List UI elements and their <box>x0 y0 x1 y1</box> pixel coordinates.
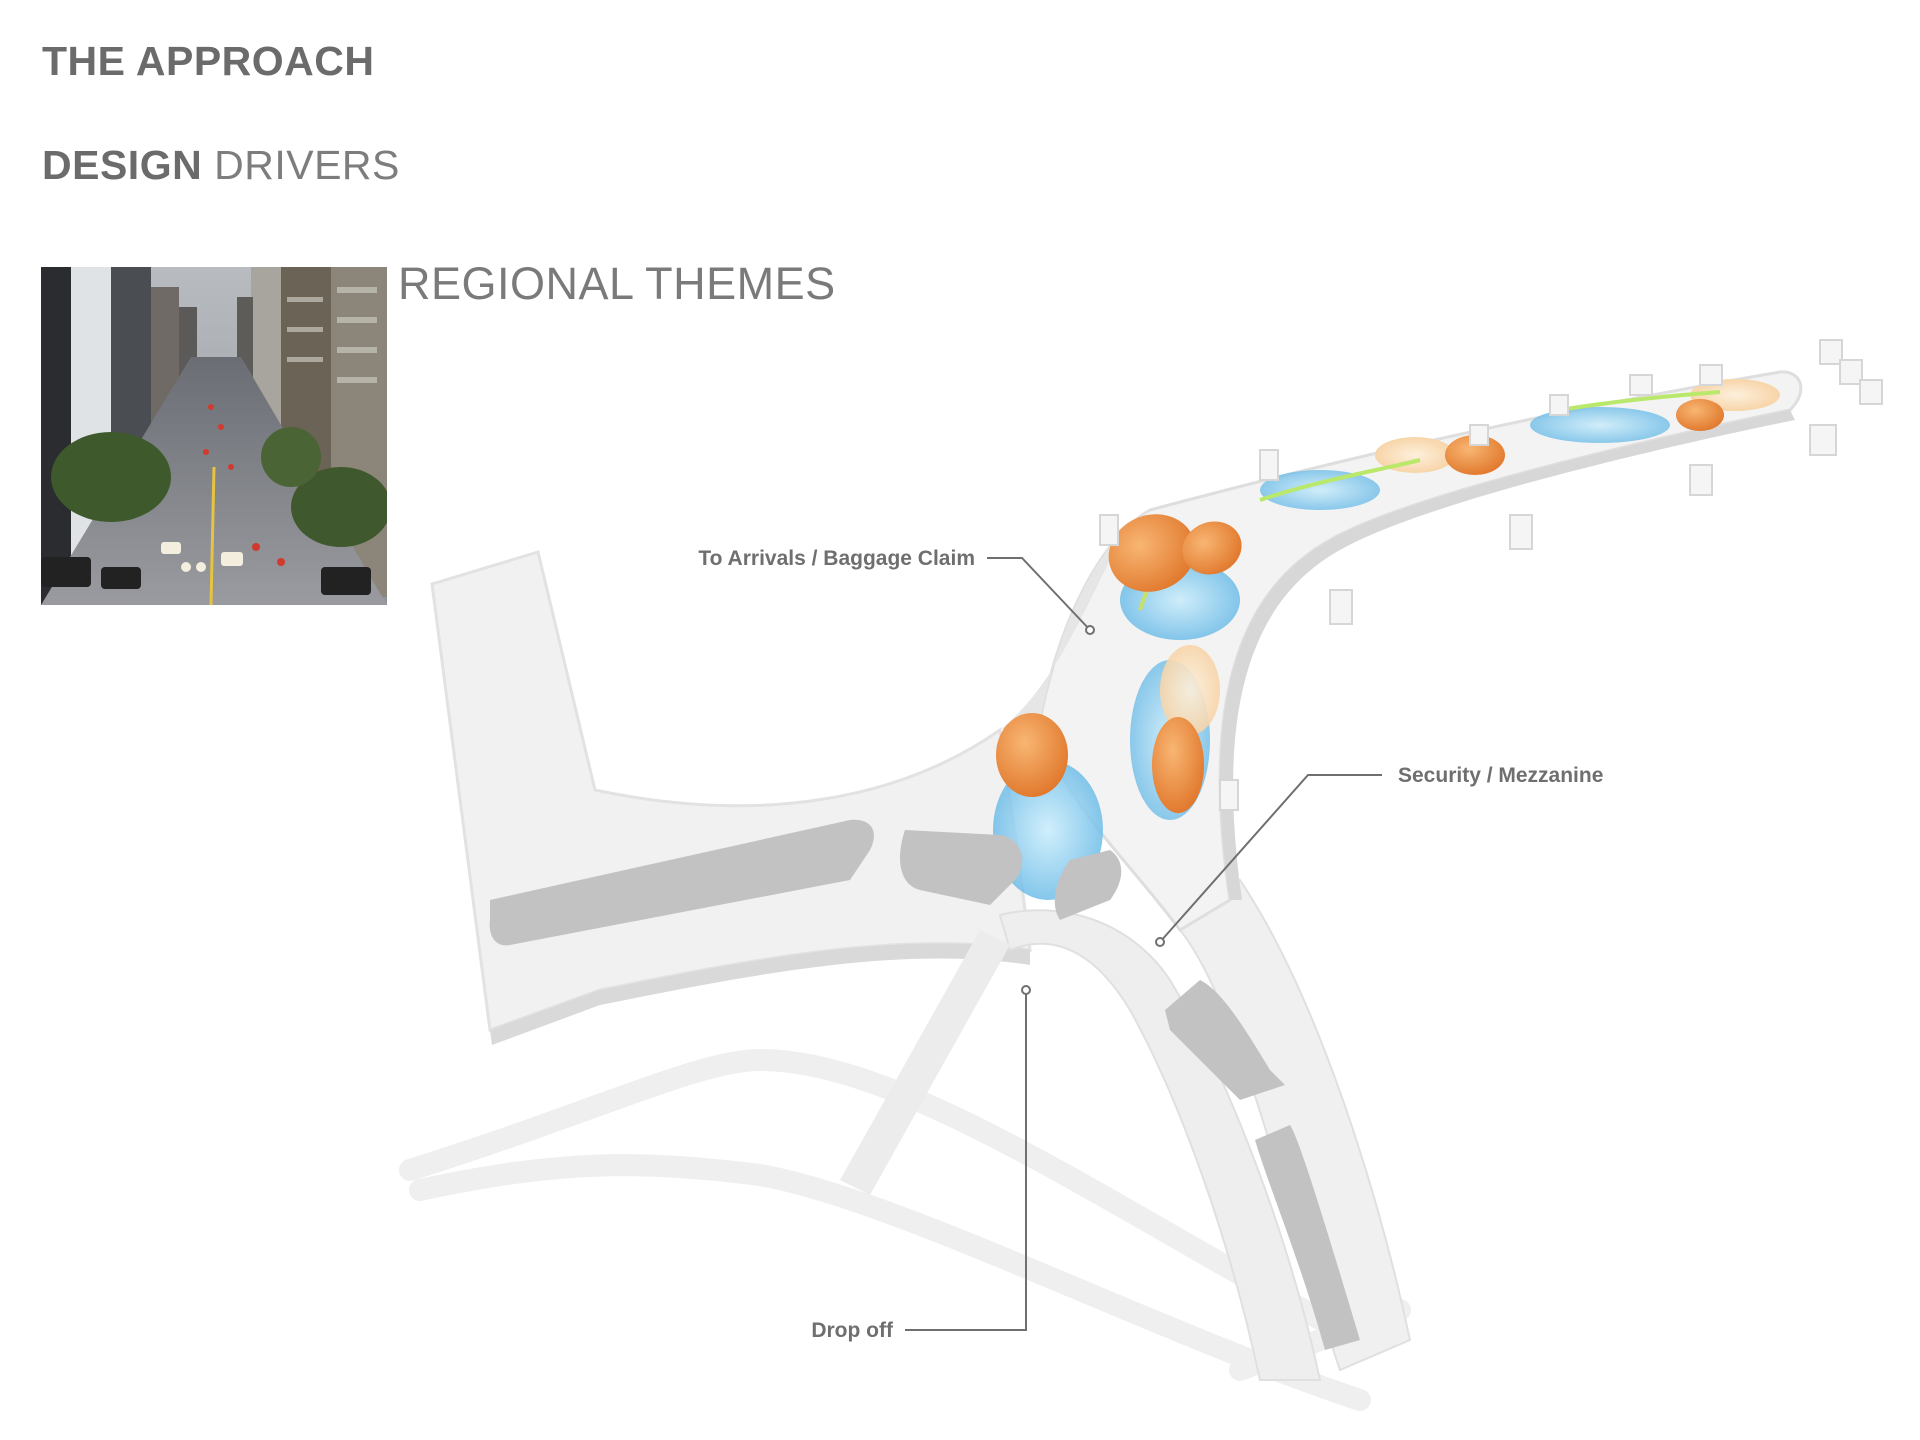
arrivals-callout-dot <box>1085 625 1095 635</box>
orange-pods <box>996 399 1724 813</box>
grey-blocks <box>489 819 1360 1350</box>
section-subtitle: DESIGN DRIVERS <box>42 142 400 189</box>
city-street-photo <box>41 267 387 605</box>
subtitle-strong: DESIGN <box>42 142 203 188</box>
page-title: THE APPROACH <box>42 38 375 84</box>
callout-lines <box>905 557 1382 1331</box>
subtitle-light: DRIVERS <box>214 142 400 188</box>
callout-dropoff: Drop off <box>811 1319 894 1342</box>
drop-off-roadway <box>998 909 1322 1381</box>
security-callout-dot <box>1155 937 1165 947</box>
callout-security: Security / Mezzanine <box>1398 764 1603 787</box>
callout-arrivals: To Arrivals / Baggage Claim <box>698 547 975 570</box>
dropoff-callout-dot <box>1021 985 1031 995</box>
regional-themes-label: REGIONAL THEMES <box>398 258 836 309</box>
